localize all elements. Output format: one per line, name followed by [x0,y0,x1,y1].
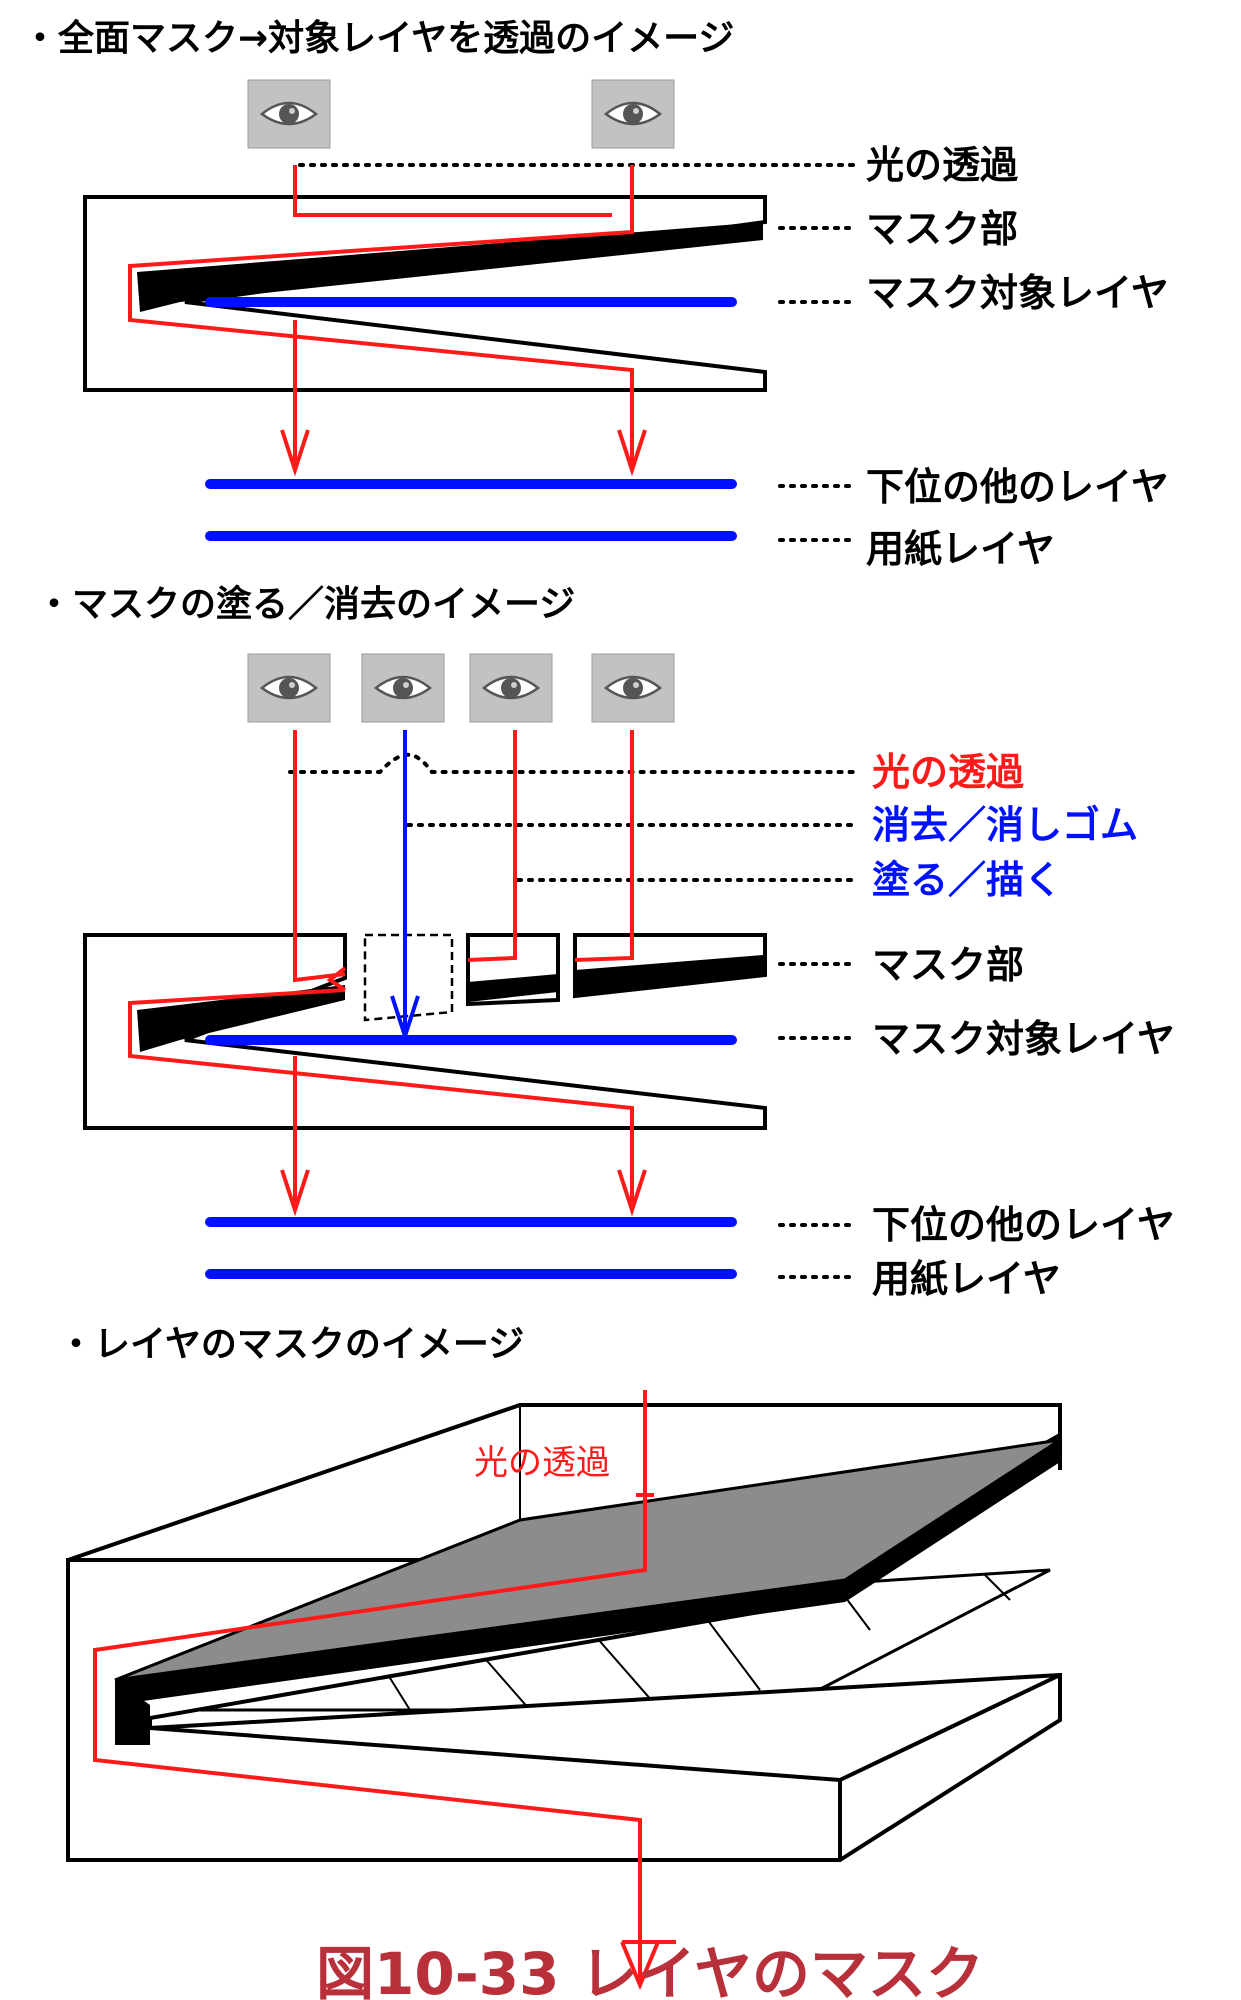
light-arrow [617,429,647,477]
mask-part [137,985,345,1052]
label-target: マスク対象レイヤ [872,1017,1175,1061]
label-light-3d: 光の透過 [474,1443,610,1483]
label-paint: 塗る／描く [872,858,1062,902]
light-arrow [280,429,310,477]
eye-icon [246,652,332,724]
section1-heading: ・全面マスク→対象レイヤを透過のイメージ [22,17,734,59]
section2-heading: ・マスクの塗る／消去のイメージ [36,583,575,625]
label-lower: 下位の他のレイヤ [866,465,1169,509]
label-light: 光の透過 [872,750,1025,794]
mask-edge [115,1580,845,1705]
hatch-line [984,1574,1011,1601]
eye-icon [246,78,332,150]
mask-edge [845,1440,1060,1602]
light-path [467,730,517,962]
mask-frame [83,933,767,1130]
eye-icon [590,652,676,724]
eye-icon [360,652,446,724]
section-full-mask: ・全面マスク→対象レイヤを透過のイメージ 光の透過 マスク部 マスク対象レイヤ … [22,17,1169,571]
erased-area [363,933,454,1022]
figure-caption: 図10-33 レイヤのマスク [316,1940,984,2000]
light-path [93,1390,647,1985]
mask-part [575,955,763,996]
label-paper: 用紙レイヤ [872,1257,1061,1301]
light-arrow [280,1169,310,1217]
light-arrow [620,1941,660,1991]
erase-arrow [390,995,420,1043]
light-path [574,730,634,962]
section-3d-layer-mask: ・レイヤのマスクのイメージ 光の透過 [58,1324,1062,1991]
mask-part [468,974,558,1002]
label-light: 光の透過 [866,143,1019,187]
light-arrow [617,1169,647,1217]
eye-icon [468,652,554,724]
label-lower: 下位の他のレイヤ [872,1203,1175,1247]
section3-heading: ・レイヤのマスクのイメージ [58,1324,524,1365]
light-guide-dots [288,752,857,774]
label-mask: マスク部 [872,943,1024,987]
mask-edge [115,1680,150,1745]
label-mask: マスク部 [866,207,1018,251]
hatch-line [699,1609,761,1691]
light-path [128,988,634,1210]
label-erase: 消去／消しゴム [872,803,1138,847]
label-paper: 用紙レイヤ [866,527,1055,571]
mask-part [137,222,763,312]
light-path [128,165,634,470]
box-edge [149,1726,841,1782]
hatch-line [589,1629,661,1711]
eye-icon [590,78,676,150]
section-paint-erase: ・マスクの塗る／消去のイメージ [36,583,1175,1301]
label-target: マスク対象レイヤ [866,271,1169,315]
light-path [293,730,347,992]
